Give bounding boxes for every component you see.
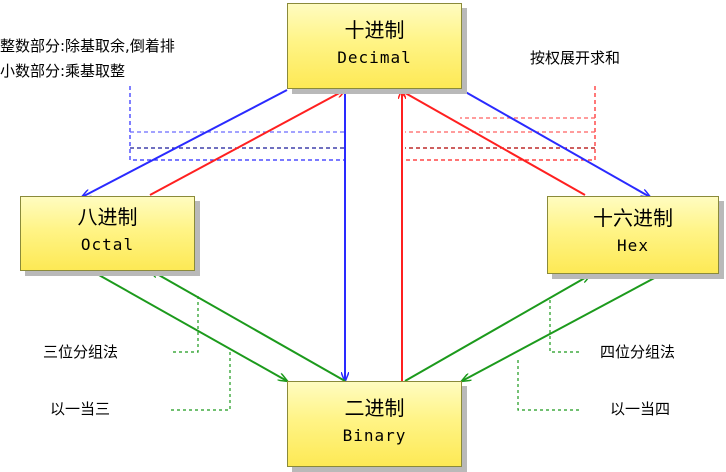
hex-node-en: Hex bbox=[617, 236, 649, 255]
octal-node-en: Octal bbox=[80, 235, 135, 254]
leader-green-3 bbox=[549, 300, 580, 353]
hex-node: 十六进制 Hex bbox=[547, 196, 719, 274]
green-leader-lines bbox=[170, 296, 580, 411]
arrow-octal-to-binary bbox=[89, 269, 287, 381]
binary-node: 二进制 Binary bbox=[287, 381, 462, 467]
arrow-hex-to-decimal bbox=[400, 90, 586, 196]
hex-node-cn: 十六进制 bbox=[593, 206, 673, 230]
octal-node-cn: 八进制 bbox=[77, 205, 138, 229]
arrow-decimal-to-octal bbox=[82, 89, 288, 197]
arrow-decimal-to-hex bbox=[461, 89, 650, 197]
decimal-node: 十进制 Decimal bbox=[287, 3, 462, 89]
note-weighted-sum: 按权展开求和 bbox=[530, 49, 621, 67]
leader-green-1 bbox=[170, 296, 199, 353]
leader-green-2 bbox=[170, 352, 231, 411]
note-three-group: 三位分组法 bbox=[43, 343, 119, 361]
leader-red-1 bbox=[405, 86, 596, 161]
arrow-octal-to-decimal bbox=[149, 90, 345, 196]
arrow-hex-to-binary bbox=[462, 274, 661, 381]
octal-node: 八进制 Octal bbox=[20, 196, 195, 271]
note-fraction-part: 小数部分:乘基取整 bbox=[0, 62, 126, 80]
decimal-node-en: Decimal bbox=[337, 48, 412, 67]
arrow-binary-to-octal bbox=[150, 270, 346, 382]
leader-blue-1 bbox=[129, 86, 345, 161]
note-one-as-four: 以一当四 bbox=[610, 400, 671, 418]
note-integer-part: 整数部分:除基取余,倒着排 bbox=[0, 37, 175, 55]
note-one-as-three: 以一当三 bbox=[50, 400, 111, 418]
decimal-node-cn: 十进制 bbox=[344, 18, 405, 42]
arrow-binary-to-hex bbox=[404, 275, 590, 382]
note-four-group: 四位分组法 bbox=[600, 343, 676, 361]
binary-node-cn: 二进制 bbox=[344, 396, 405, 420]
leader-green-4 bbox=[517, 360, 580, 411]
binary-node-en: Binary bbox=[342, 426, 407, 445]
